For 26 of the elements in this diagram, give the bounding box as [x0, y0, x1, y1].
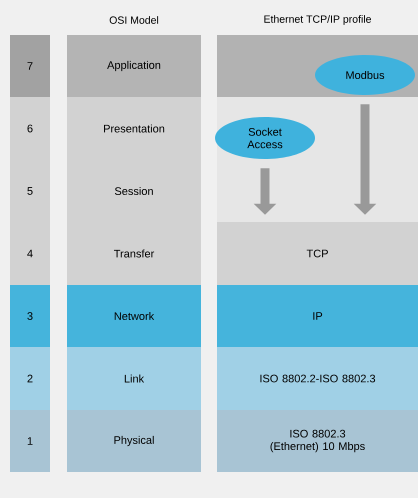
- node-label: Presentation: [104, 124, 164, 133]
- layer-number-cell: 1: [10, 410, 50, 472]
- osi-layer-cell: Session: [67, 160, 201, 222]
- protocol-cell: IP: [217, 285, 418, 347]
- protocol-cell: ISO 8802.3 (Ethernet) 10 Mbps: [217, 410, 418, 472]
- node-label: 5: [27, 187, 33, 195]
- osi-layer-cell: Network: [67, 285, 201, 347]
- osi-layer-cell: Physical: [67, 410, 201, 472]
- protocol-cell: TCP: [217, 222, 418, 285]
- osi-layer-cell: Transfer: [67, 222, 201, 285]
- node-label: 6: [28, 124, 33, 132]
- protocol-cell: ISO 8802.2-ISO 8802.3: [217, 347, 418, 410]
- layer-number-cell: 5: [10, 160, 50, 222]
- node-label: 4: [27, 250, 33, 258]
- column-heading: Ethernet TCP/IP profile: [264, 15, 371, 25]
- osi-layer-cell: Link: [67, 347, 201, 410]
- layer-number-cell: 7: [10, 35, 50, 97]
- column-heading: OSI Model: [110, 16, 158, 24]
- osi-layer-cell: Application: [67, 35, 201, 97]
- layer-number-cell: 6: [10, 97, 50, 160]
- node-label: Transfer: [114, 249, 154, 258]
- layer-number-cell: 2: [10, 347, 50, 410]
- layer-number-cell: 3: [10, 285, 50, 347]
- osi-layer-cell: Presentation: [67, 97, 201, 160]
- layer-number-cell: 4: [10, 222, 50, 285]
- node-label: Session: [114, 186, 153, 196]
